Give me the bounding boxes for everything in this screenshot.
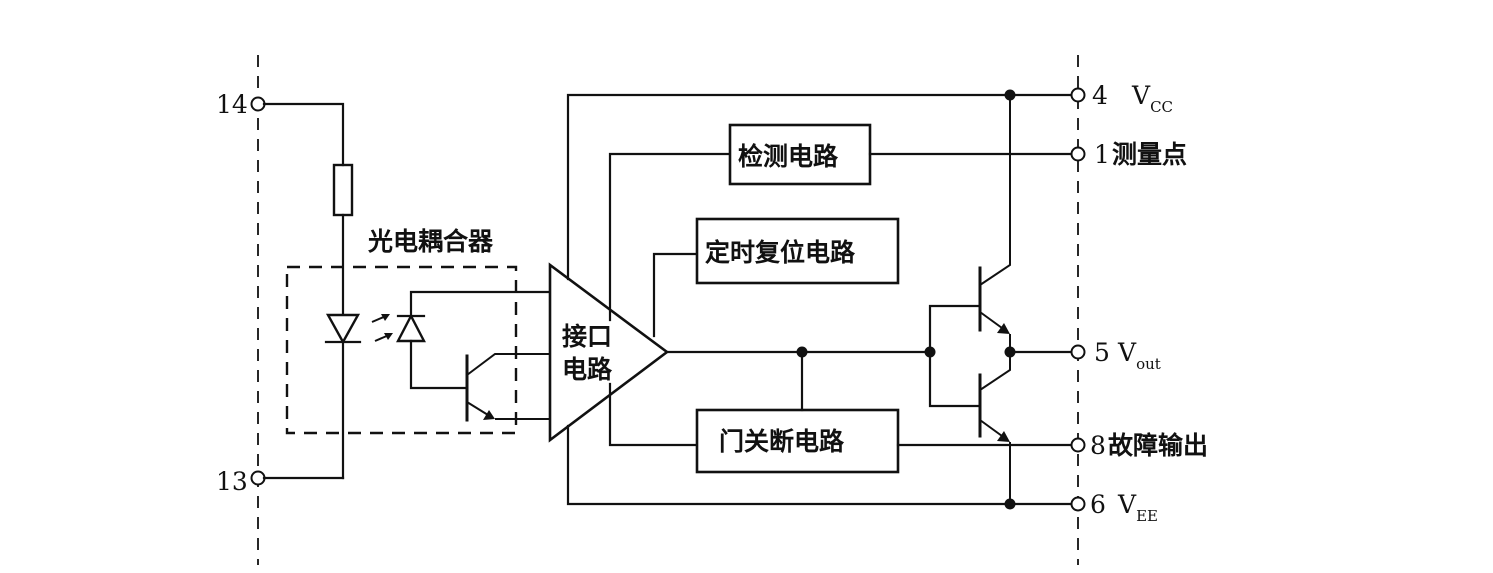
interface-label-line1: 接口 [562,322,612,351]
pin-measure-name: 测量点 [1112,140,1187,169]
photodiode-symbol [396,313,426,343]
wire-interface-gateoff [608,382,699,447]
interface-circuit: 接口 电路 [548,262,670,443]
pin-vee-group: 6 VEE [1070,490,1158,525]
pin-4-number: 4 [1092,81,1108,110]
pin-8-terminal[interactable] [1070,437,1086,453]
junction-dot-vcc [1004,89,1016,101]
pin-6-number: 6 [1090,490,1106,519]
wire-photodiode-top [409,290,552,318]
vee-rail [566,424,1074,506]
gate-off-label: 门关断电路 [719,427,845,456]
pin-14-number: 14 [216,90,248,119]
wire-photodiode-bottom [409,339,468,390]
wire-base-upper [928,304,982,354]
vcc-rail [566,93,1074,281]
junction-dot-vout [1004,346,1016,358]
pin-vcc-group: 4 VCC [1070,81,1173,116]
junction-dot-vee [1004,498,1016,510]
wire-interface-timer [652,252,699,338]
pin-vee-name: VEE [1117,490,1158,525]
wire-pin14-resistor [262,102,345,167]
pin-5-terminal[interactable] [1070,344,1086,360]
detect-circuit-label: 检测电路 [738,142,839,171]
phototransistor-symbol [465,353,550,422]
gate-off-block [695,408,900,474]
pin-vout-group: 5 Vout [1070,338,1161,373]
optocoupler-label: 光电耦合器 [367,227,494,256]
pin-fault-group: 8 故障输出 [1070,431,1208,460]
upper-npn-transistor [978,95,1011,352]
pin-1-number: 1 [1094,140,1110,169]
pin-vcc-name: VCC [1131,81,1173,116]
pin-14-terminal[interactable] [250,96,266,112]
pin-14-group: 14 [216,90,266,119]
lower-pnp-transistor [978,352,1011,504]
wire-base-lower [928,350,982,408]
pin-13-group: 13 [216,467,266,496]
pin-vout-name: Vout [1117,338,1161,373]
interface-label-line2: 电路 [562,355,613,384]
pin-6-terminal[interactable] [1070,496,1086,512]
resistor-symbol [332,163,354,217]
wire-interface-detect [608,152,732,322]
pin-13-number: 13 [216,467,248,496]
pin-5-number: 5 [1094,338,1110,367]
junction-dot-drive [796,346,808,358]
detect-circuit-block [728,123,872,186]
timer-reset-block [695,217,900,285]
pin-8-number: 8 [1090,431,1106,460]
timer-reset-label: 定时复位电路 [705,238,856,267]
light-arrows-icon [371,314,393,342]
pin-1-terminal[interactable] [1070,146,1086,162]
optocoupler-frame [285,265,518,435]
pin-measure-group: 1 测量点 [1070,140,1187,169]
pin-fault-name: 故障输出 [1108,431,1208,460]
pin-4-terminal[interactable] [1070,87,1086,103]
pin-13-terminal[interactable] [250,470,266,486]
led-symbol [324,313,362,345]
